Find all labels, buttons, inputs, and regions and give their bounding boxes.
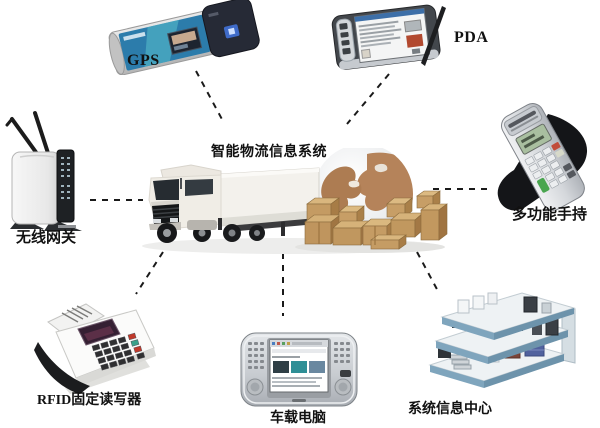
gps-label: GPS — [127, 52, 160, 69]
connector-gps — [195, 70, 225, 124]
pda-label: PDA — [454, 29, 489, 46]
truck — [148, 164, 320, 243]
connector-pda — [346, 73, 390, 125]
vehicle-computer-image — [240, 332, 358, 407]
truck-globe-boxes-image — [142, 148, 448, 254]
connector-infocenter — [416, 251, 440, 294]
rfid-reader-image — [34, 303, 156, 394]
cardboard-boxes — [304, 190, 448, 250]
rfid-reader-label: RFID固定读写器 — [37, 393, 142, 408]
info-center-building-image — [428, 292, 576, 388]
handheld-terminal-image — [497, 103, 588, 211]
wireless-gateway-label: 无线网关 — [16, 230, 77, 246]
stylus — [421, 6, 446, 66]
vehicle-computer-label: 车载电脑 — [270, 411, 326, 426]
connector-rfid — [135, 251, 164, 295]
diagram-title: 智能物流信息系统 — [211, 145, 327, 160]
info-center-label: 系统信息中心 — [408, 402, 492, 417]
gps-card-image — [108, 0, 260, 75]
handheld-label: 多功能手持 — [512, 207, 588, 223]
pda-image — [331, 4, 446, 70]
wireless-gateway-image — [5, 111, 82, 231]
